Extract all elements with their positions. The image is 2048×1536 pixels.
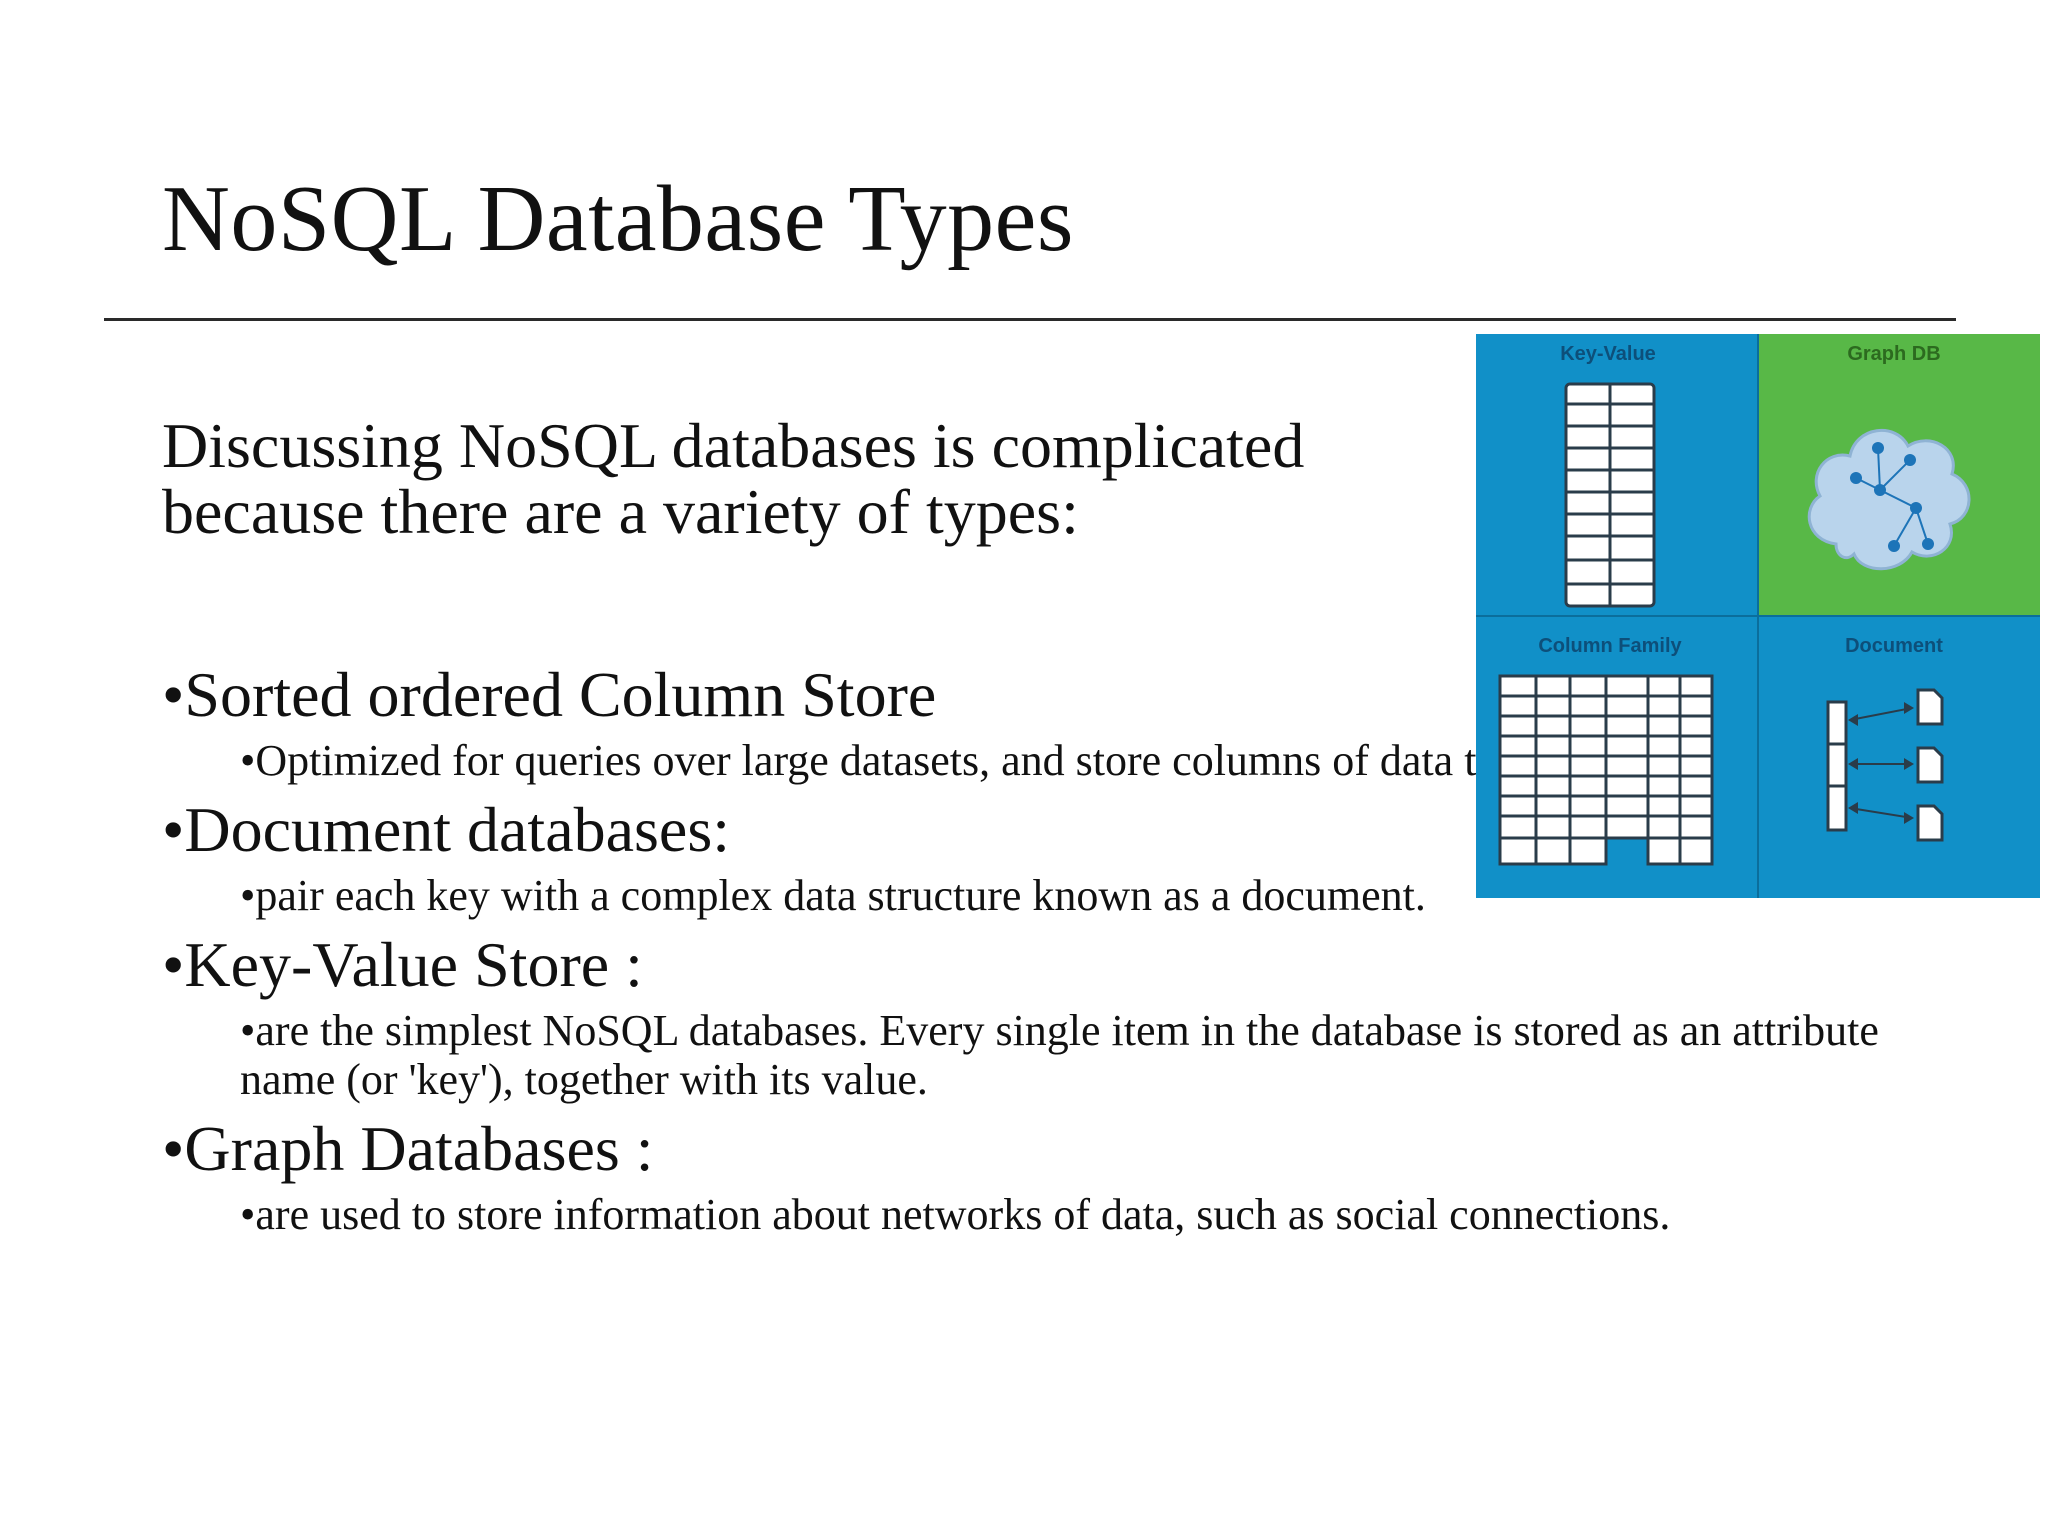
nosql-types-diagram: Key-Value Graph DB Column Family Documen… xyxy=(1476,334,2040,898)
bullet-heading-text: Sorted ordered Column Store xyxy=(184,659,937,730)
bullet-marker: • xyxy=(240,871,256,920)
bullet-heading-text: Document databases: xyxy=(184,794,730,865)
bullet-marker: • xyxy=(240,1006,256,1055)
key-value-label: Key-Value xyxy=(1560,343,1656,365)
column-family-grid-icon xyxy=(1498,674,1714,866)
document-store-icon xyxy=(1826,688,1944,842)
bullet-detail-text: pair each key with a complex data struct… xyxy=(255,871,1426,920)
bullet-detail: •pair each key with a complex data struc… xyxy=(240,871,1960,920)
bullet-heading: •Key-Value Store : xyxy=(162,930,1982,1000)
bullet-heading-text: Graph Databases : xyxy=(184,1113,654,1184)
graph-cloud-icon xyxy=(1807,429,1971,571)
bullet-marker: • xyxy=(162,929,185,1000)
title-divider xyxy=(104,318,1956,321)
nosql-types-svg: Key-Value Graph DB Column Family Documen… xyxy=(1476,334,2040,898)
bullet-marker: • xyxy=(240,1190,256,1239)
bullet-list: •Sorted ordered Column Store •Optimized … xyxy=(162,660,1982,1249)
bullet-heading: •Graph Databases : xyxy=(162,1114,1982,1184)
column-family-label: Column Family xyxy=(1538,635,1682,657)
document-label: Document xyxy=(1845,635,1943,657)
bullet-heading-text: Key-Value Store : xyxy=(184,929,643,1000)
bullet-detail: •are used to store information about net… xyxy=(240,1190,1960,1239)
bullet-marker: • xyxy=(162,659,185,730)
slide-title: NoSQL Database Types xyxy=(162,167,1074,271)
bullet-detail-text: are the simplest NoSQL databases. Every … xyxy=(240,1006,1879,1104)
bullet-marker: • xyxy=(162,794,185,865)
intro-text: Discussing NoSQL databases is complicate… xyxy=(162,410,1305,547)
list-item: •Document databases: •pair each key with… xyxy=(162,795,1982,921)
bullet-heading: •Sorted ordered Column Store xyxy=(162,660,1982,730)
list-item: •Key-Value Store : •are the simplest NoS… xyxy=(162,930,1982,1105)
list-item: •Graph Databases : •are used to store in… xyxy=(162,1114,1982,1240)
graph-db-label: Graph DB xyxy=(1847,343,1940,365)
bullet-marker: • xyxy=(240,736,256,785)
document-quadrant xyxy=(1758,616,2040,898)
bullet-heading: •Document databases: xyxy=(162,795,1982,865)
bullet-detail: •are the simplest NoSQL databases. Every… xyxy=(240,1006,1960,1104)
bullet-detail-text: are used to store information about netw… xyxy=(255,1190,1671,1239)
bullet-marker: • xyxy=(162,1113,185,1184)
key-value-table-icon xyxy=(1564,382,1656,608)
